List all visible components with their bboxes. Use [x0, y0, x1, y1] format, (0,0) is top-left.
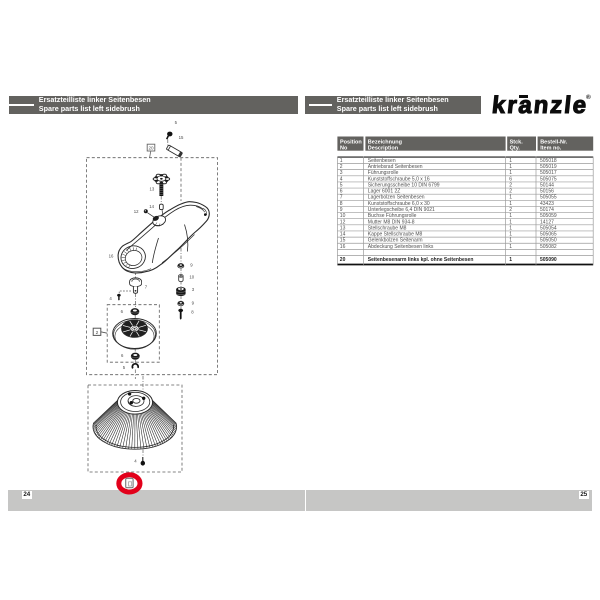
svg-text:Antriebsrad Seitenbesen: Antriebsrad Seitenbesen: [368, 164, 423, 170]
svg-text:9: 9: [190, 263, 193, 268]
svg-text:4: 4: [134, 459, 137, 464]
svg-text:Führungsrolle: Führungsrolle: [368, 170, 399, 176]
svg-text:1: 1: [509, 225, 512, 231]
svg-text:Kunststoffschraube 6,0 x 30: Kunststoffschraube 6,0 x 30: [368, 201, 430, 207]
svg-text:505082: 505082: [540, 244, 557, 250]
svg-text:Stck.: Stck.: [510, 139, 524, 145]
svg-text:Item no.: Item no.: [540, 146, 562, 152]
svg-text:1: 1: [509, 170, 512, 176]
svg-text:Unterlegscheibe 6,4 DIN 9021: Unterlegscheibe 6,4 DIN 9021: [368, 207, 435, 213]
svg-text:10: 10: [340, 213, 346, 219]
svg-text:13: 13: [340, 225, 346, 231]
svg-text:505050: 505050: [540, 238, 557, 244]
svg-text:Kunststoffschraube 5,0 x 16: Kunststoffschraube 5,0 x 16: [368, 176, 430, 182]
svg-text:1: 1: [509, 257, 512, 263]
svg-text:50156: 50156: [540, 189, 554, 195]
svg-text:16: 16: [109, 253, 114, 258]
svg-text:15: 15: [340, 238, 346, 244]
svg-text:Position: Position: [340, 139, 362, 145]
svg-text:6: 6: [121, 353, 124, 358]
svg-text:14127: 14127: [540, 219, 554, 225]
svg-text:505019: 505019: [540, 164, 557, 170]
svg-text:505075: 505075: [540, 176, 557, 182]
svg-text:2: 2: [340, 164, 343, 170]
svg-text:7: 7: [340, 195, 343, 201]
svg-text:15: 15: [179, 135, 184, 140]
svg-text:1: 1: [509, 244, 512, 250]
svg-text:Bezeichnung: Bezeichnung: [368, 139, 402, 145]
svg-text:Qty.: Qty.: [510, 146, 521, 152]
svg-text:4: 4: [109, 296, 112, 301]
svg-text:8: 8: [191, 309, 194, 314]
svg-text:505018: 505018: [540, 158, 557, 164]
svg-text:1: 1: [340, 158, 343, 164]
svg-text:Seitenbesenarm links kpl. ohne: Seitenbesenarm links kpl. ohne Seitenbes…: [368, 257, 474, 263]
svg-text:505065: 505065: [540, 232, 557, 238]
svg-text:505059: 505059: [540, 213, 557, 219]
svg-text:14: 14: [340, 232, 346, 238]
svg-text:3: 3: [340, 170, 343, 176]
svg-text:4: 4: [340, 176, 343, 182]
svg-text:505055: 505055: [540, 195, 557, 201]
svg-text:6: 6: [509, 176, 512, 182]
svg-text:505054: 505054: [540, 225, 557, 231]
svg-text:1: 1: [509, 232, 512, 238]
svg-text:2: 2: [509, 182, 512, 188]
svg-text:10: 10: [189, 274, 194, 279]
svg-text:50144: 50144: [540, 182, 554, 188]
svg-text:Mutter M8 DIN 934-8: Mutter M8 DIN 934-8: [368, 219, 415, 225]
svg-text:6: 6: [340, 189, 343, 195]
svg-text:13: 13: [150, 187, 155, 192]
svg-text:8: 8: [340, 201, 343, 207]
svg-text:2: 2: [509, 189, 512, 195]
svg-text:20: 20: [340, 257, 346, 263]
svg-text:5: 5: [123, 365, 126, 370]
svg-text:1: 1: [509, 201, 512, 207]
svg-text:14: 14: [149, 204, 154, 209]
svg-text:1: 1: [509, 219, 512, 225]
svg-text:Abdeckung Seitenbesen links: Abdeckung Seitenbesen links: [368, 244, 434, 250]
svg-text:505017: 505017: [540, 170, 557, 176]
svg-text:Buchse Führungsrolle: Buchse Führungsrolle: [368, 213, 417, 219]
svg-text:1: 1: [509, 238, 512, 244]
svg-text:50174: 50174: [540, 207, 554, 213]
svg-text:3: 3: [192, 287, 195, 292]
svg-text:No: No: [340, 146, 348, 152]
svg-text:Lagerbolzen Seitenbesen: Lagerbolzen Seitenbesen: [368, 195, 425, 201]
svg-text:9: 9: [192, 301, 195, 306]
svg-text:5: 5: [175, 120, 178, 125]
svg-text:505090: 505090: [540, 257, 557, 263]
svg-text:Description: Description: [368, 146, 399, 152]
svg-text:20: 20: [148, 146, 154, 151]
svg-text:Sicherungsscheibe 10 DIN 6799: Sicherungsscheibe 10 DIN 6799: [368, 182, 440, 188]
svg-text:1: 1: [509, 213, 512, 219]
svg-text:Bestell-Nr.: Bestell-Nr.: [540, 139, 568, 145]
svg-text:12: 12: [134, 209, 139, 214]
svg-text:Lager 6001 2Z: Lager 6001 2Z: [368, 189, 401, 195]
svg-text:2: 2: [96, 330, 99, 336]
svg-text:Stellschraube M8: Stellschraube M8: [368, 225, 407, 231]
svg-text:9: 9: [340, 207, 343, 213]
svg-text:43423: 43423: [540, 201, 554, 207]
svg-text:16: 16: [340, 244, 346, 250]
svg-text:2: 2: [509, 207, 512, 213]
svg-text:Gelenkbolzen Seitenarm: Gelenkbolzen Seitenarm: [368, 238, 423, 244]
svg-text:6: 6: [121, 309, 124, 314]
svg-text:1: 1: [509, 158, 512, 164]
svg-text:7: 7: [145, 284, 148, 289]
svg-text:1: 1: [509, 164, 512, 170]
svg-text:5: 5: [340, 182, 343, 188]
svg-text:12: 12: [340, 219, 346, 225]
svg-text:Seitenbesen: Seitenbesen: [368, 158, 396, 164]
svg-text:1: 1: [509, 195, 512, 201]
svg-text:Kappe Stellschraube M8: Kappe Stellschraube M8: [368, 232, 423, 238]
